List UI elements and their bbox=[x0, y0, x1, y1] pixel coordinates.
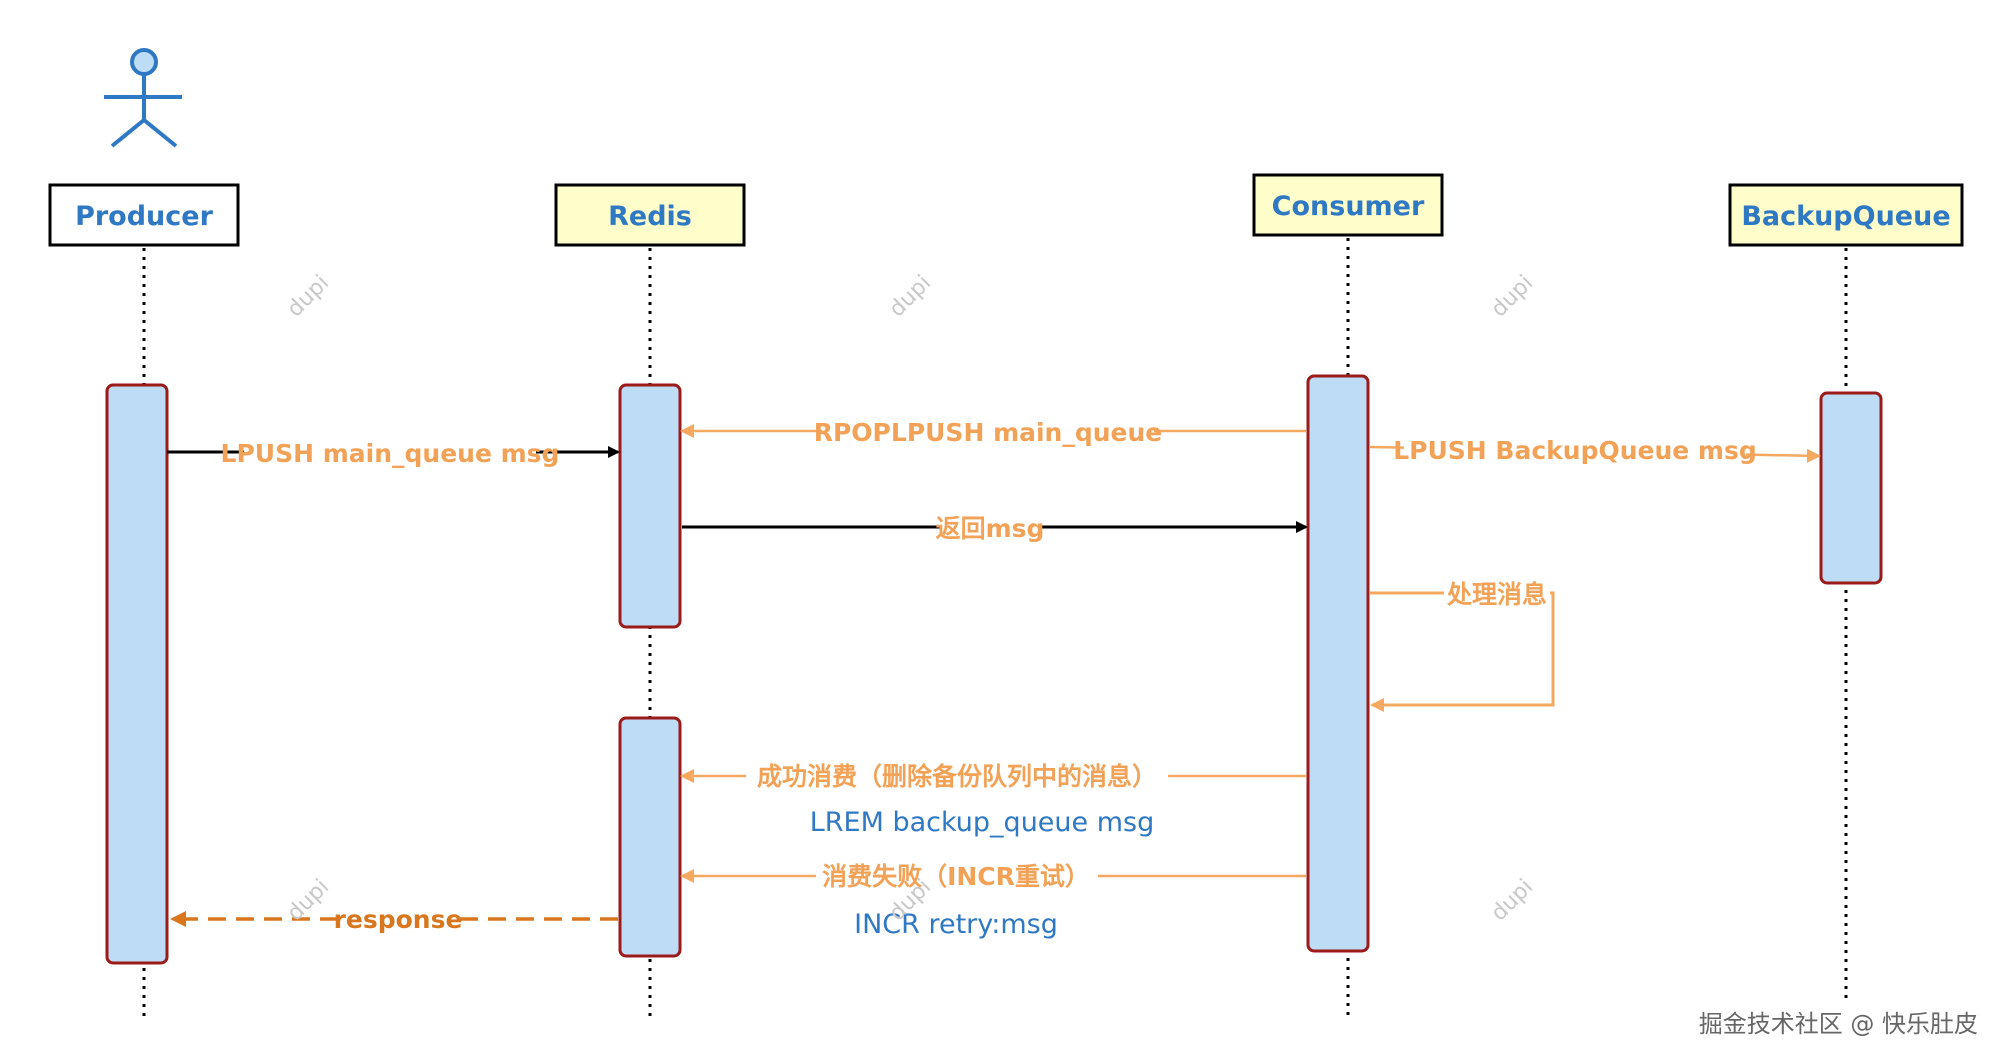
message-failure: 消费失败（INCR重试） INCR retry:msg bbox=[680, 860, 1306, 940]
message-label: LPUSH main_queue msg bbox=[221, 439, 560, 468]
message-process-self: 处理消息 bbox=[1370, 578, 1555, 712]
message-label: 成功消费（删除备份队列中的消息） bbox=[757, 762, 1157, 791]
message-return-msg: 返回msg bbox=[682, 511, 1308, 543]
message-response: response bbox=[170, 903, 618, 935]
watermark: dupi bbox=[1487, 271, 1539, 323]
message-sublabel: INCR retry:msg bbox=[854, 909, 1058, 940]
participant-backupqueue: BackupQueue bbox=[1728, 183, 1964, 247]
participant-label: Consumer bbox=[1272, 191, 1425, 222]
participant-consumer: Consumer bbox=[1252, 173, 1444, 237]
message-label: RPOPLPUSH main_queue bbox=[814, 418, 1163, 447]
activation-consumer bbox=[1306, 374, 1370, 953]
message-sublabel: LREM backup_queue msg bbox=[810, 807, 1155, 838]
watermark: dupi bbox=[1487, 875, 1539, 927]
message-label: 消费失败（INCR重试） bbox=[822, 862, 1090, 891]
participant-producer: Producer bbox=[48, 183, 240, 247]
message-label: response bbox=[334, 905, 463, 934]
watermark: dupi bbox=[283, 271, 335, 323]
message-label: 处理消息 bbox=[1446, 580, 1547, 609]
participant-label: Redis bbox=[608, 201, 692, 232]
activation-backup bbox=[1819, 391, 1883, 585]
message-lpush-main: LPUSH main_queue msg bbox=[167, 436, 620, 468]
activation-redis-1 bbox=[618, 383, 682, 629]
message-rpoplpush: RPOPLPUSH main_queue bbox=[680, 414, 1306, 448]
footer-credit: 掘金技术社区 @ 快乐肚皮 bbox=[1699, 1010, 1978, 1038]
activation-redis-2 bbox=[618, 716, 682, 958]
participant-label: Producer bbox=[75, 201, 214, 232]
activation-producer bbox=[105, 383, 169, 965]
message-success: 成功消费（删除备份队列中的消息） LREM backup_queue msg bbox=[680, 760, 1306, 838]
participant-label: BackupQueue bbox=[1741, 201, 1950, 232]
message-label: LPUSH BackupQueue msg bbox=[1393, 436, 1757, 465]
lifelines bbox=[142, 238, 1848, 1020]
message-lpush-backup: LPUSH BackupQueue msg bbox=[1369, 432, 1821, 466]
participant-redis: Redis bbox=[554, 183, 746, 247]
activation-bars bbox=[105, 374, 1883, 965]
stick-figure-icon bbox=[104, 48, 182, 148]
watermark: dupi bbox=[885, 271, 937, 323]
message-label: 返回msg bbox=[936, 514, 1045, 543]
